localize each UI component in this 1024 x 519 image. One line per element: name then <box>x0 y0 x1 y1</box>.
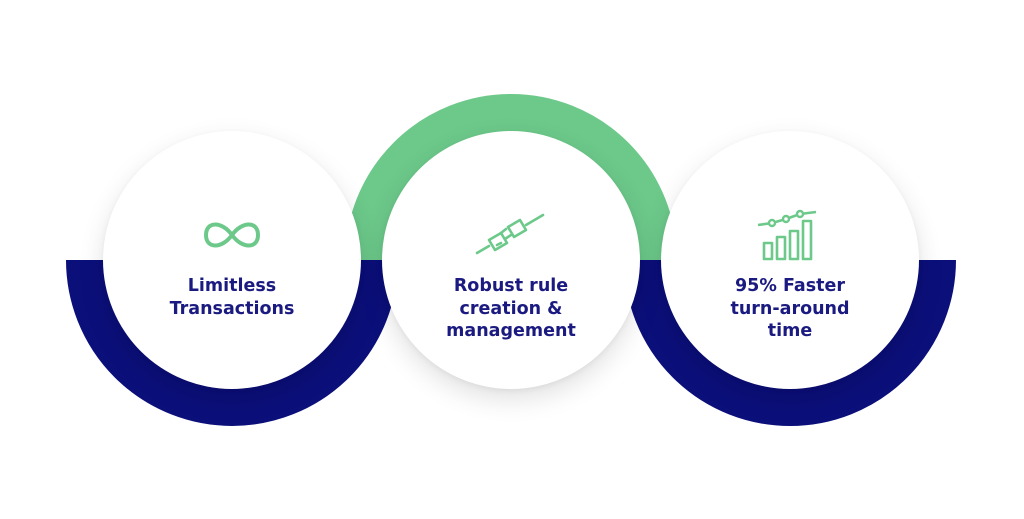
middle-green-arc <box>345 94 677 261</box>
right-navy-arc <box>624 259 956 426</box>
card-robust-rule-creation: Robust rule creation & management <box>382 131 640 389</box>
card-label: 95% Faster turn-around time <box>730 276 850 341</box>
card-label: Limitless Transactions <box>169 276 295 319</box>
infinity-icon <box>204 222 260 248</box>
plug-icon <box>475 213 545 255</box>
left-navy-arc <box>66 259 398 426</box>
card-label: Robust rule creation & management <box>446 276 576 341</box>
card-faster-turnaround: 95% Faster turn-around time <box>661 131 919 389</box>
card-limitless-transactions: Limitless Transactions <box>103 131 361 389</box>
growth-chart-icon <box>757 209 817 261</box>
